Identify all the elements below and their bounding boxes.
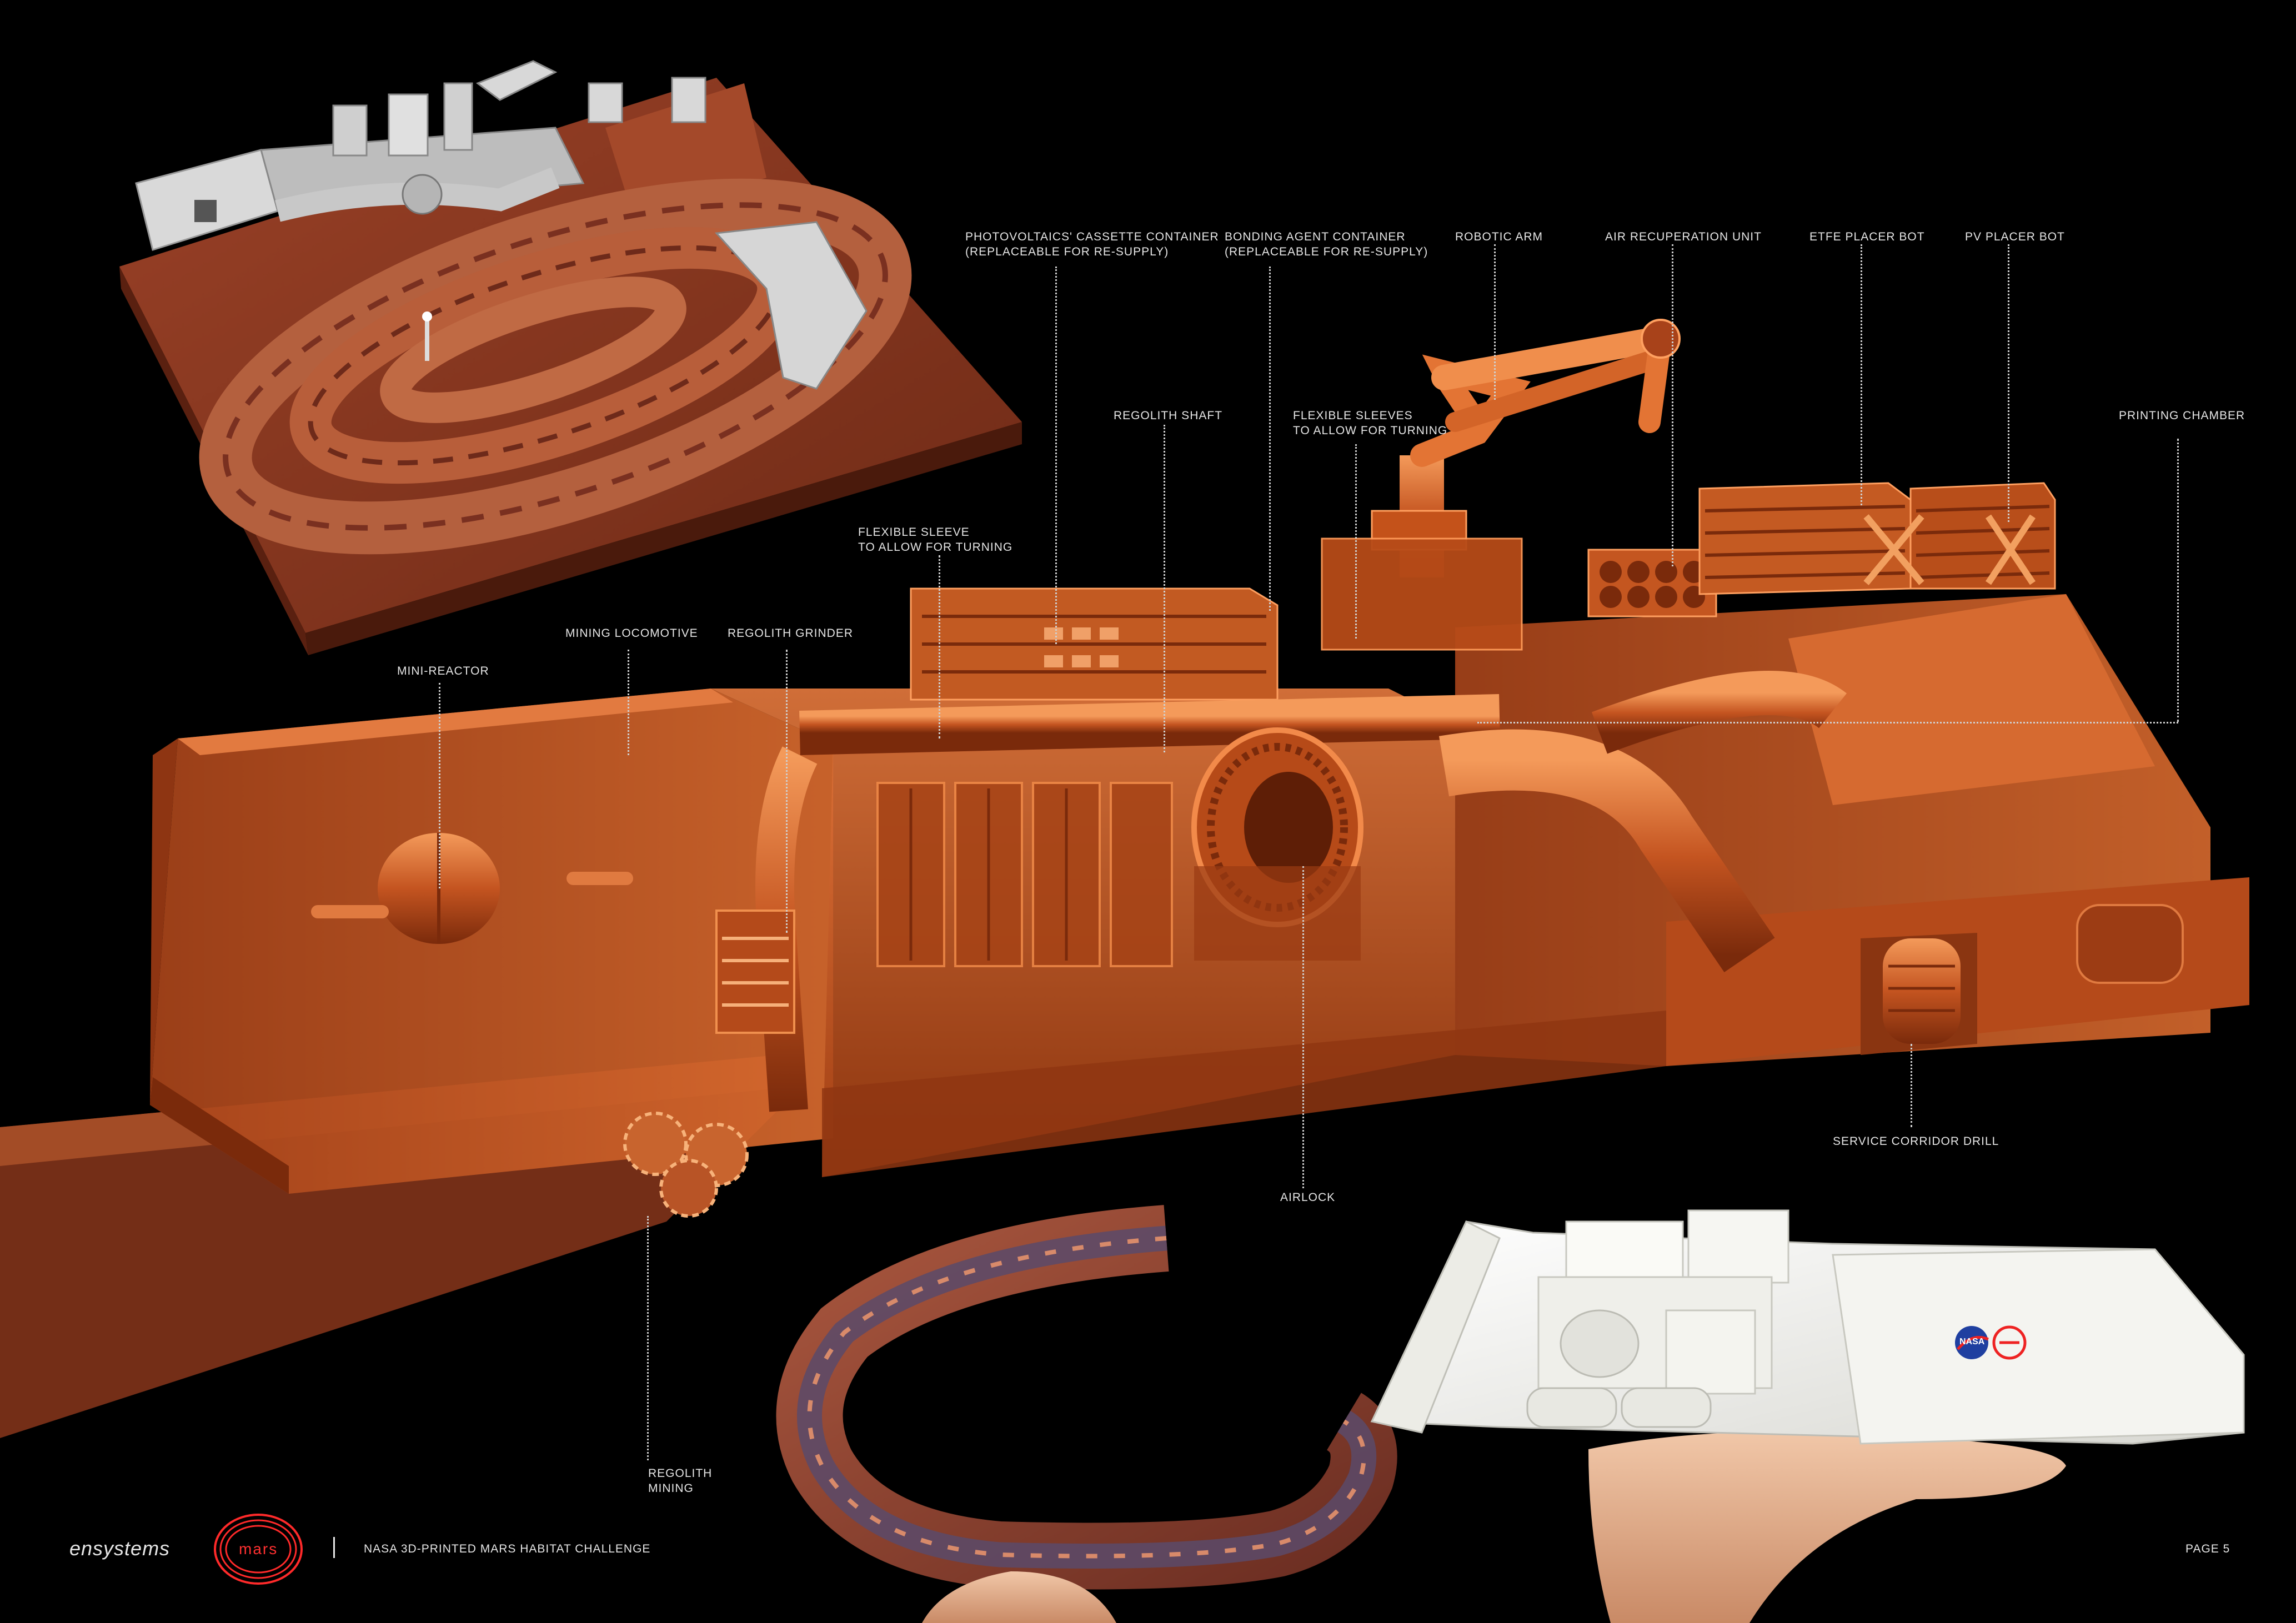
regolith-mining-wheels [623, 1112, 749, 1218]
mini-reactor [311, 833, 633, 944]
regolith-grinder [715, 910, 795, 1034]
leader-robotic-arm [1494, 244, 1496, 400]
leader-regolith-mining [647, 1216, 649, 1460]
label-pv-line2: (REPLACEABLE FOR RE-SUPPLY) [965, 245, 1169, 258]
placer-bots [1698, 482, 2056, 595]
leader-etfe-placer [1861, 244, 1862, 505]
leader-flexible-sleeve [939, 555, 940, 738]
label-airlock: AIRLOCK [1280, 1191, 1336, 1204]
printed-track-sample [776, 1205, 1397, 1623]
label-mining-locomotive: MINING LOCOMOTIVE [565, 627, 698, 640]
leader-air-recuperation [1672, 244, 1673, 566]
label-pv-line1: PHOTOVOLTAICS' CASSETTE CONTAINER [965, 230, 1219, 243]
leader-printing-chamber-h [1477, 722, 2178, 723]
label-flexible-sleeve-line1: FLEXIBLE SLEEVE [858, 526, 970, 539]
label-regolith-shaft: REGOLITH SHAFT [1114, 409, 1223, 422]
service-corridor-drill [1883, 938, 1961, 1044]
airlock [1191, 727, 1363, 961]
leader-bonding-container [1269, 267, 1271, 611]
pv-cassette-container [910, 587, 1279, 701]
leader-printing-chamber [2177, 439, 2179, 722]
leader-mini-reactor [439, 683, 440, 888]
footer-logo-text: ensystems [69, 1537, 171, 1560]
label-robotic-arm: ROBOTIC ARM [1455, 230, 1543, 243]
label-flexible-sleeves-line2: TO ALLOW FOR TURNING [1293, 424, 1448, 437]
air-recuperation-unit [1587, 549, 1717, 617]
label-air-recuperation-unit: AIR RECUPERATION UNIT [1605, 230, 1762, 243]
terrain-model [119, 60, 1022, 655]
label-regolith-mining: REGOLITH MINING [648, 1466, 712, 1496]
leader-service-corridor-drill [1911, 1044, 1912, 1127]
label-flexible-sleeve-line2: TO ALLOW FOR TURNING [858, 541, 1013, 554]
leader-pv-container [1055, 267, 1057, 644]
printed-locomotive-model [1370, 1209, 2245, 1623]
label-pv-cassette-container: PHOTOVOLTAICS' CASSETTE CONTAINER (REPLA… [965, 229, 1219, 259]
label-printing-chamber: PRINTING CHAMBER [2119, 409, 2245, 422]
footer-logo-mark-text: mars [239, 1540, 278, 1557]
label-flexible-sleeve: FLEXIBLE SLEEVE TO ALLOW FOR TURNING [858, 525, 1012, 555]
leader-regolith-grinder [786, 650, 788, 933]
label-regolith-grinder: REGOLITH GRINDER [728, 627, 854, 640]
leader-regolith-shaft [1164, 425, 1165, 752]
footer-page-number: PAGE 5 [2185, 1542, 2230, 1555]
label-etfe-placer-bot: ETFE PLACER BOT [1809, 230, 1925, 243]
leader-mining-locomotive [628, 650, 629, 755]
label-bonding-agent-container: BONDING AGENT CONTAINER (REPLACEABLE FOR… [1225, 229, 1428, 259]
mining-locomotive-cutaway [0, 319, 2249, 1438]
label-flexible-sleeves: FLEXIBLE SLEEVES TO ALLOW FOR TURNING [1293, 408, 1447, 438]
leader-pv-placer [2008, 244, 2009, 522]
footer-challenge-title: NASA 3D-PRINTED MARS HABITAT CHALLENGE [364, 1542, 651, 1555]
mars-logo-mark [214, 1514, 303, 1585]
nasa-badge-text: NASA [1959, 1337, 1985, 1346]
leader-flexible-sleeves [1355, 444, 1357, 639]
footer-divider [333, 1537, 335, 1558]
label-regolith-mining-line1: REGOLITH [648, 1467, 713, 1480]
label-flexible-sleeves-line1: FLEXIBLE SLEEVES [1293, 409, 1413, 422]
label-bonding-line2: (REPLACEABLE FOR RE-SUPPLY) [1225, 245, 1428, 258]
label-mini-reactor: MINI-REACTOR [397, 665, 489, 677]
label-bonding-line1: BONDING AGENT CONTAINER [1225, 230, 1406, 243]
leader-airlock [1302, 866, 1304, 1188]
label-pv-placer-bot: PV PLACER BOT [1965, 230, 2065, 243]
label-service-corridor-drill: SERVICE CORRIDOR DRILL [1833, 1135, 1999, 1148]
label-regolith-mining-line2: MINING [648, 1482, 694, 1495]
